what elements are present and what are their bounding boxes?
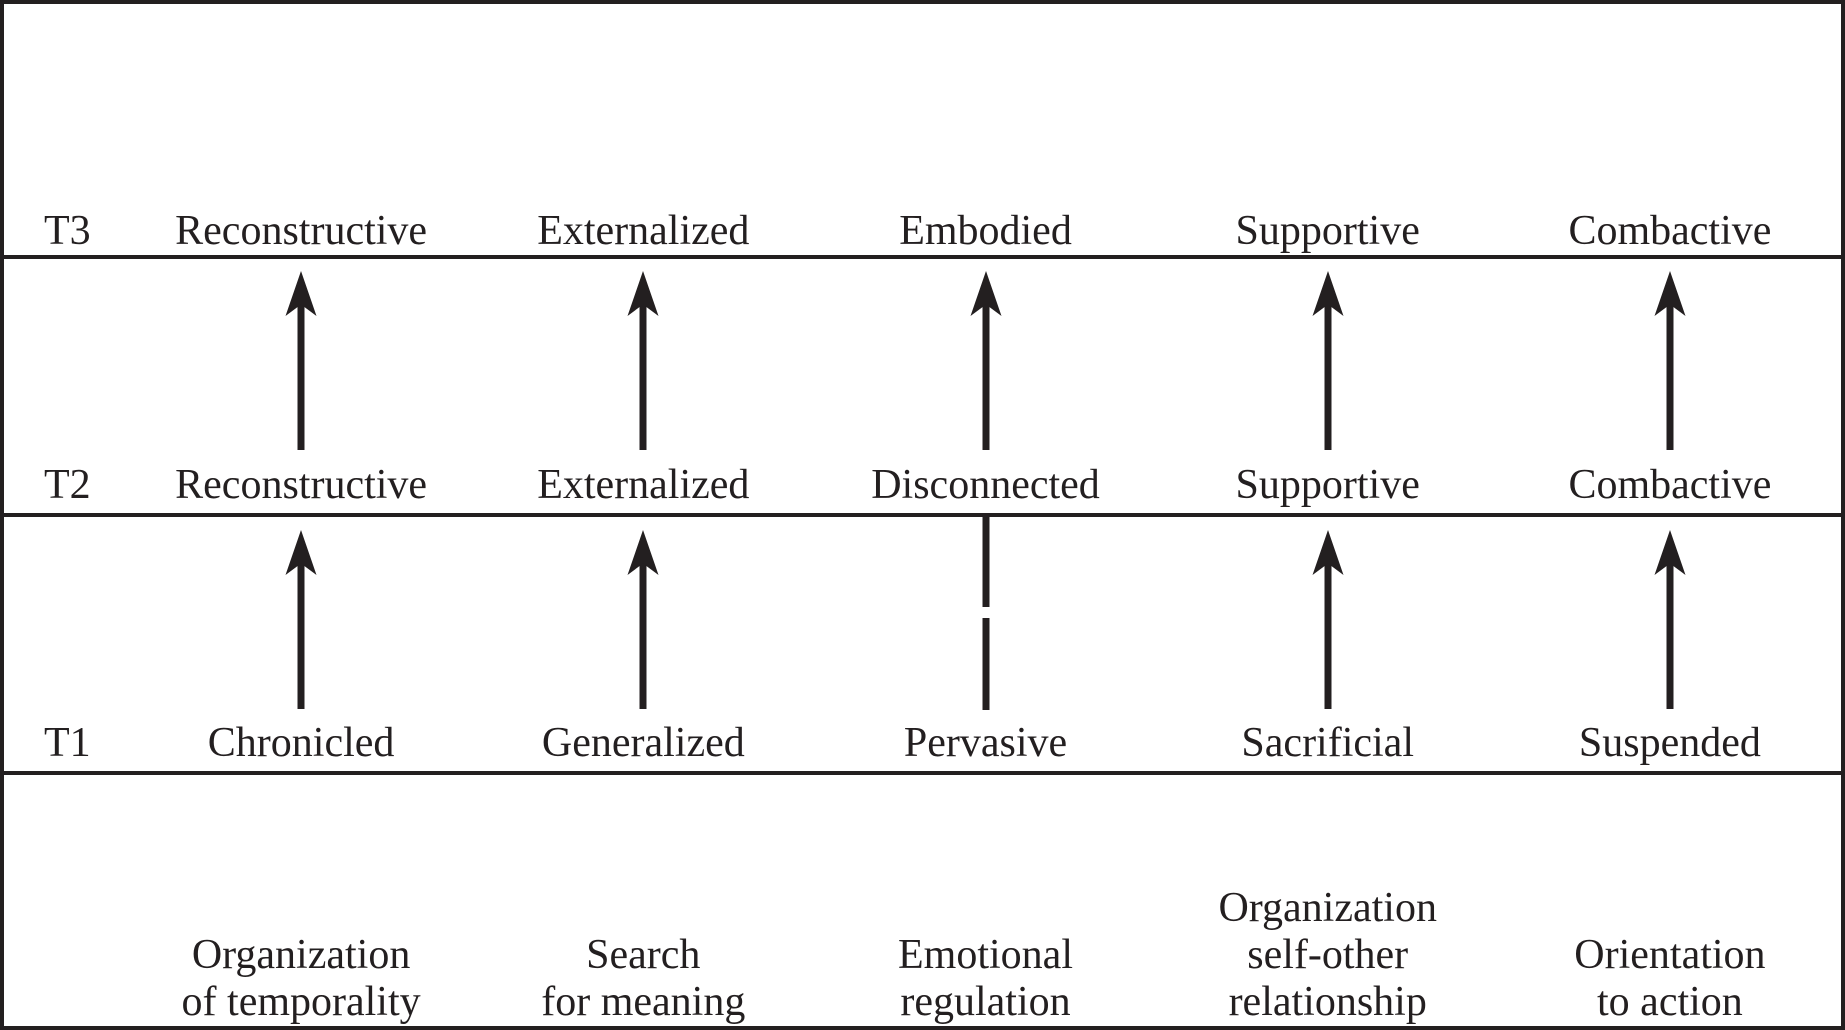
up-arrow-icon xyxy=(627,271,659,450)
up-arrow-icon xyxy=(1654,530,1686,709)
dimension-label-line: of temporality xyxy=(181,979,421,1025)
t2-cell-temporality: Reconstructive xyxy=(175,461,428,508)
up-arrow-icon xyxy=(627,530,659,709)
broken-line-icon xyxy=(982,515,989,710)
arrows-t1-to-t2 xyxy=(4,513,1841,714)
t3-cell-action: Combactive xyxy=(1568,207,1772,254)
time-label-t3: T3 xyxy=(44,207,91,254)
t1-cell-emotion: Pervasive xyxy=(903,719,1068,766)
dimension-orientation-action: Orientation to action xyxy=(1499,932,1841,1026)
divider-t3-t2 xyxy=(4,255,1841,259)
dimension-label-line: Search xyxy=(586,932,701,978)
dimension-temporality: Organization of temporality xyxy=(130,932,472,1026)
row-t2: T2 Reconstructive Externalized Disconnec… xyxy=(4,258,1841,516)
time-label-t1: T1 xyxy=(44,719,91,766)
dimension-label-line: relationship xyxy=(1228,979,1427,1025)
t1-cell-self-other: Sacrificial xyxy=(1241,719,1414,766)
dimension-labels-row: Organization of temporality Search for m… xyxy=(4,775,1841,1026)
divider-t1-dimensions xyxy=(4,771,1841,775)
dimension-label-line: to action xyxy=(1597,979,1743,1025)
row-t3: T3 Reconstructive Externalized Embodied … xyxy=(4,4,1841,262)
dimension-self-other: Organization self-other relationship xyxy=(1157,885,1499,1026)
dimension-label-line: Organization xyxy=(191,932,411,978)
dimension-label-line: Organization xyxy=(1218,885,1437,931)
up-arrow-icon xyxy=(285,530,317,709)
up-arrow-icon xyxy=(1312,271,1344,450)
dimension-label-line: regulation xyxy=(900,979,1071,1025)
up-arrow-icon xyxy=(285,271,317,450)
t1-cell-temporality: Chronicled xyxy=(207,719,395,766)
t1-cell-action: Suspended xyxy=(1578,719,1761,766)
dimension-emotional-regulation: Emotional regulation xyxy=(814,932,1156,1026)
arrows-t2-to-t3 xyxy=(4,270,1841,450)
t2-cell-action: Combactive xyxy=(1568,461,1772,508)
dimension-label-line: self-other xyxy=(1247,932,1409,978)
up-arrow-icon xyxy=(970,271,1001,450)
t3-cell-emotion: Embodied xyxy=(899,207,1072,254)
t3-cell-meaning: Externalized xyxy=(537,207,750,254)
t3-cell-temporality: Reconstructive xyxy=(175,207,428,254)
t2-cell-meaning: Externalized xyxy=(537,461,750,508)
dimension-label-line: Orientation xyxy=(1574,932,1766,978)
dimension-meaning: Search for meaning xyxy=(472,932,814,1026)
up-arrow-icon xyxy=(1654,271,1686,450)
t2-cell-self-other: Supportive xyxy=(1235,461,1420,508)
up-arrow-icon xyxy=(1312,530,1344,709)
row-t1: T1 Chronicled Generalized Pervasive Sacr… xyxy=(4,516,1841,774)
dimension-label-line: Emotional xyxy=(898,932,1073,978)
t3-cell-self-other: Supportive xyxy=(1235,207,1420,254)
time-label-t2: T2 xyxy=(44,461,91,508)
t2-cell-emotion: Disconnected xyxy=(871,461,1100,508)
divider-t2-t1 xyxy=(4,513,1841,517)
dimension-label-line: for meaning xyxy=(541,979,746,1025)
t1-cell-meaning: Generalized xyxy=(541,719,745,766)
